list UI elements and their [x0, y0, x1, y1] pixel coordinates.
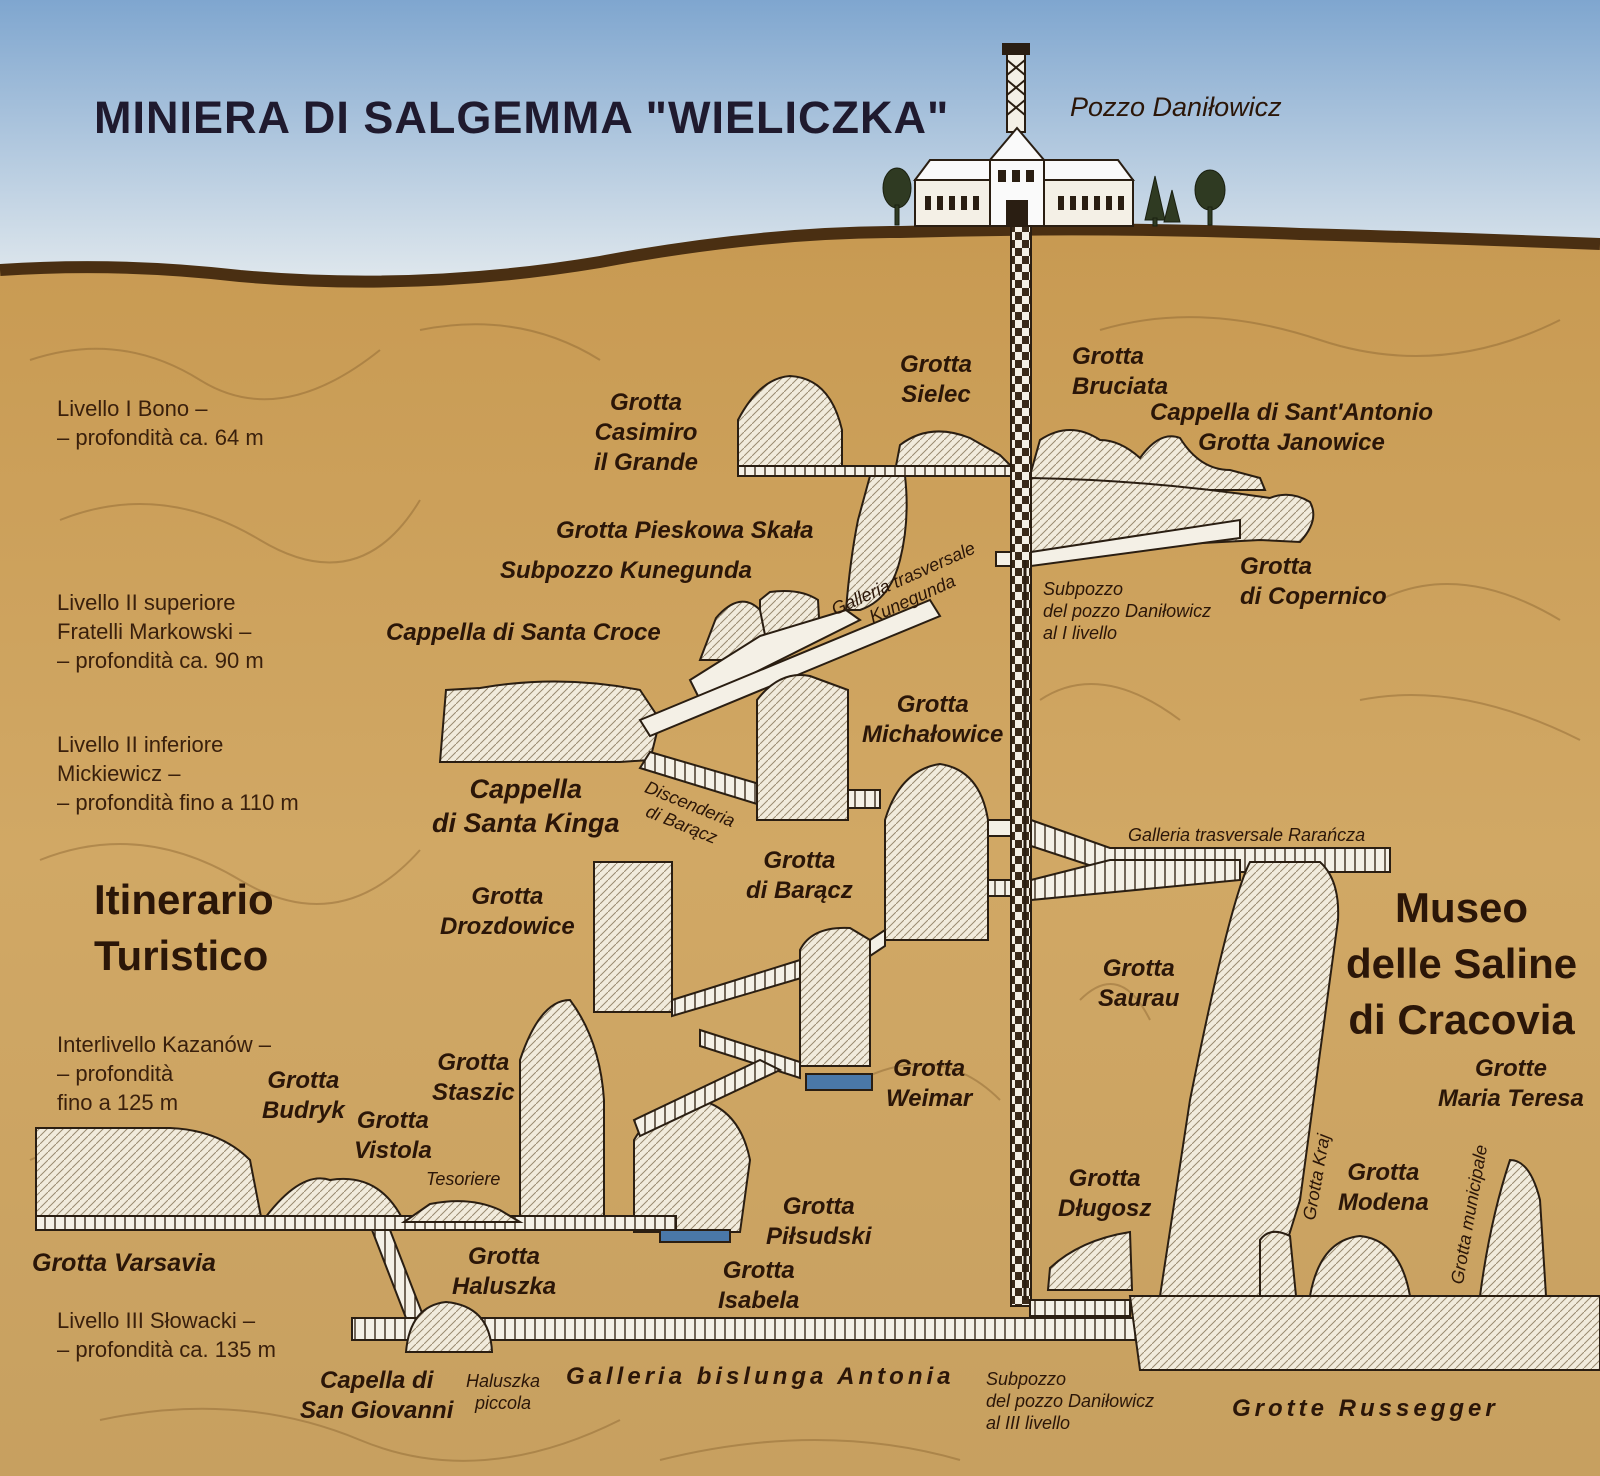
level-II-sup-chambers: . [438, 598, 942, 821]
label-cappella-santa-croce: Cappella di Santa Croce [386, 619, 661, 646]
label-galleria-antonia: Galleria bislunga Antonia [566, 1363, 955, 1390]
label-grotte-russegger: Grotte Russegger [1232, 1395, 1499, 1422]
main-shaft [1010, 225, 1032, 1307]
staszic-pilsudski-chambers [519, 998, 783, 1243]
shaft-building [913, 126, 1135, 227]
museum-chambers [1046, 861, 1548, 1297]
label-tesoriere: Tesoriere [426, 1169, 501, 1189]
kazanow-level-chambers [35, 1127, 677, 1319]
level-III [351, 1295, 1600, 1371]
shaft-name: Pozzo Daniłowicz [1070, 92, 1282, 122]
trees [882, 167, 1226, 227]
level-III-description: Livello III Słowacki –– profondità ca. 1… [57, 1308, 276, 1362]
label-galleria-rarancza: Galleria trasversale Rarańcza [1128, 825, 1366, 845]
drozdowice-weimar-chambers [593, 861, 886, 1091]
level-II-inf-chambers [884, 762, 1391, 941]
map-title: MINIERA DI SALGEMMA "WIELICZKA" [94, 92, 950, 143]
level-I-chambers [737, 374, 1315, 568]
label-grotta-pieskowa: Grotta Pieskowa Skała [556, 517, 814, 544]
label-grotta-varsavia: Grotta Varsavia [32, 1249, 216, 1277]
level-I-description: Livello I Bono –– profondità ca. 64 m [57, 396, 264, 450]
shaft-headframe [1002, 43, 1030, 133]
kunegunda-descent [688, 475, 908, 702]
label-subpozzo-kunegunda: Subpozzo Kunegunda [500, 557, 752, 584]
ground-surface-line [0, 223, 1600, 288]
